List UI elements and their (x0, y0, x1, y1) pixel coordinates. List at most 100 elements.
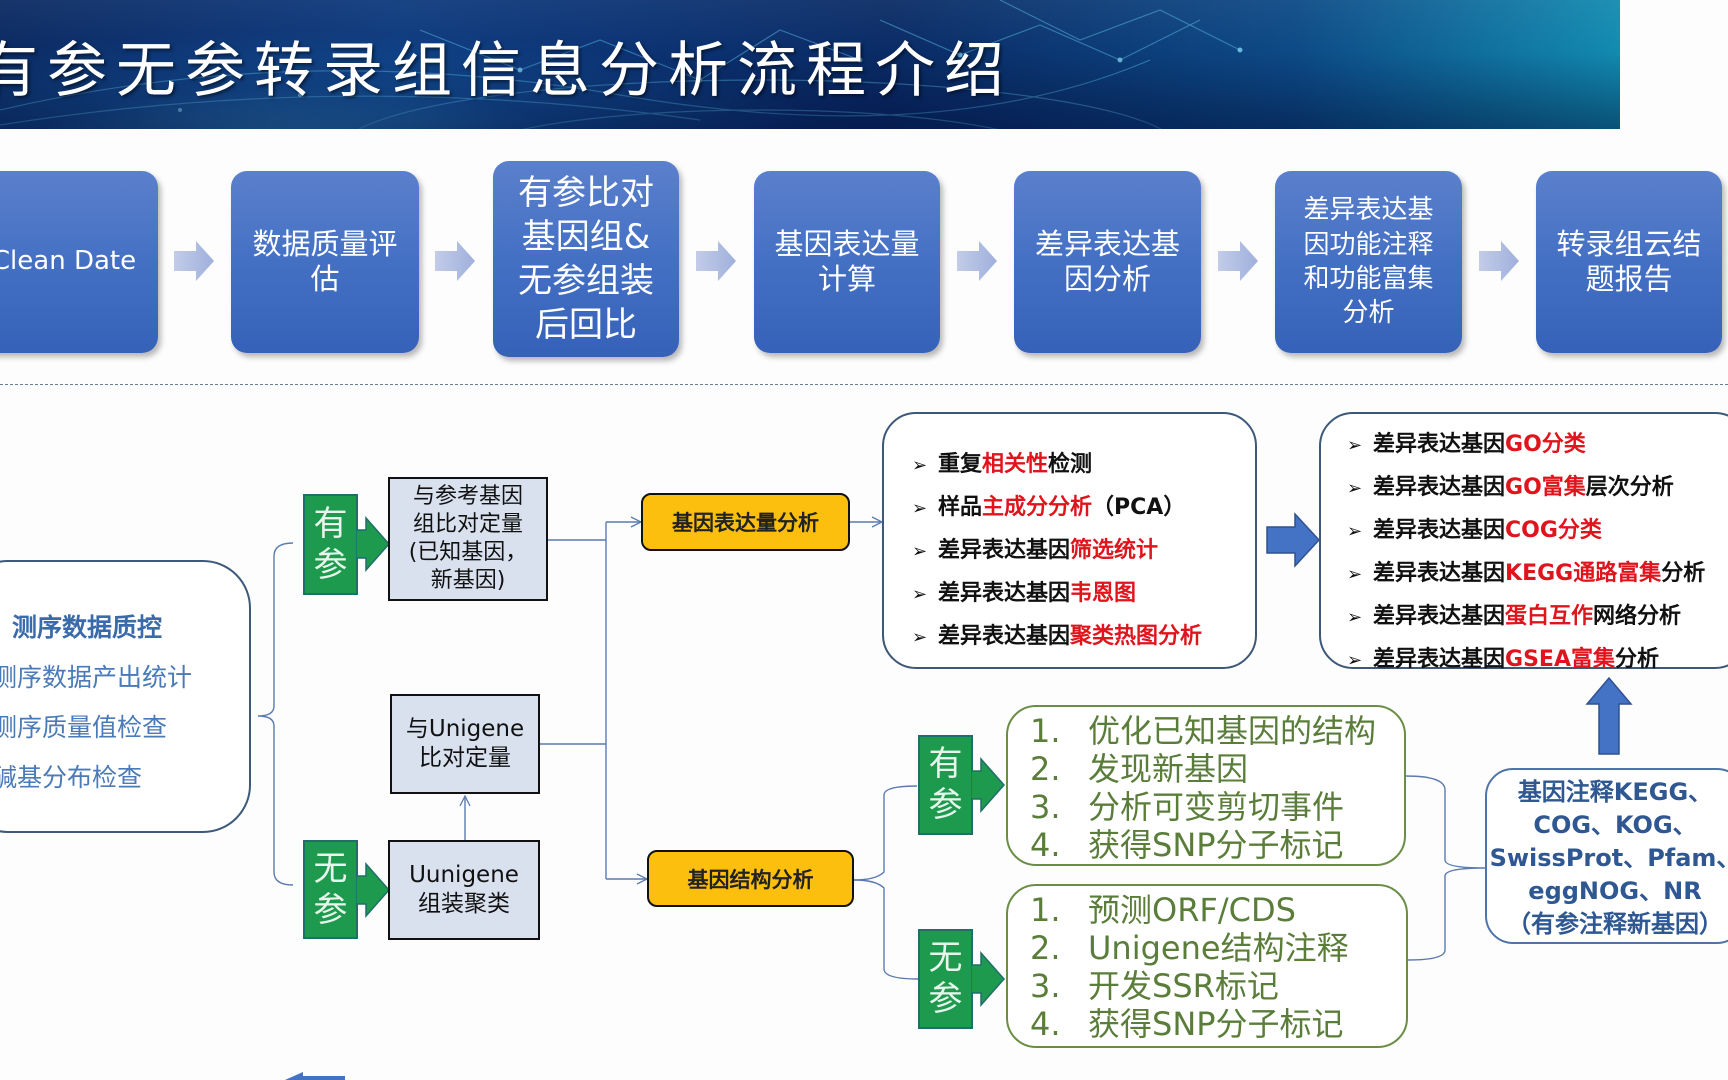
arrow-right-icon (1218, 241, 1258, 281)
list-item: ➢差异表达基因蛋白互作网络分析 (1347, 598, 1681, 630)
arrow-right-icon (356, 516, 390, 572)
qc-item: 测序质量值检查 (0, 713, 168, 742)
item-highlight: 蛋白互作 (1505, 604, 1594, 629)
noref-tag: 无 参 (303, 840, 358, 939)
arrow-right-icon (1479, 241, 1519, 281)
box-label: Uunigene 组装聚类 (409, 861, 519, 917)
pipeline-step-report: 转录组云结 题报告 (1536, 171, 1722, 353)
de-analysis-list: ➢重复相关性检测 ➢样品主成分分析（PCA） ➢差异表达基因筛选统计 ➢差异表达… (882, 412, 1257, 669)
arrow-right-icon (696, 241, 736, 281)
item-text: 差异表达基因 (938, 581, 1071, 606)
expression-analysis-box: 基因表达量分析 (641, 493, 850, 551)
annotation-line: 基因注释KEGG、 (1517, 778, 1713, 806)
pipeline-step-de-analysis: 差异表达基 因分析 (1014, 171, 1201, 353)
arrow-right-icon (971, 951, 1005, 1007)
tag-char: 参 (313, 889, 348, 930)
item-text: 差异表达基因 (1373, 432, 1506, 457)
item-highlight: 聚类热图分析 (1070, 624, 1203, 649)
item-text: 层次分析 (1585, 475, 1674, 500)
list-item: 1. 预测ORF/CDS (1030, 894, 1296, 926)
bullet-arrow-icon: ➢ (1347, 650, 1363, 671)
item-text: 差异表达基因 (1373, 518, 1506, 543)
list-item: 2. 发现新基因 (1030, 753, 1248, 785)
pipeline-step-expression: 基因表达量 计算 (754, 171, 940, 353)
item-text: 发现新基因 (1088, 750, 1249, 788)
qc-box: 测序数据质控 测序数据产出统计 测序质量值检查 碱基分布检查 (0, 560, 251, 833)
page-title: 有参无参转录组信息分析流程介绍 (0, 36, 1013, 106)
arrow-right-icon (971, 757, 1005, 813)
list-item: ➢ 样品主成分分析（PCA） (912, 489, 1185, 521)
item-text: 获得SNP分子标记 (1088, 826, 1344, 864)
list-item: ➢差异表达基因GSEA富集分析 (1347, 641, 1659, 673)
circuit-decoration (0, 0, 1243, 129)
item-highlight: COG分类 (1505, 518, 1602, 543)
box-label: 与参考基因 组比对定量 (已知基因， 新基因) (408, 483, 528, 594)
structure-ref-tag: 有 参 (918, 735, 973, 835)
pipeline-step-clean-data: Clean Date (0, 171, 158, 353)
structure-noref-tag: 无 参 (918, 929, 973, 1029)
item-highlight: GO分类 (1505, 432, 1586, 457)
list-item: ➢差异表达基因聚类热图分析 (912, 618, 1202, 650)
item-highlight: 筛选统计 (1070, 538, 1159, 563)
step-label: 基因表达量 计算 (774, 226, 920, 296)
item-number: 1. (1030, 891, 1061, 929)
bullet-arrow-icon: ➢ (912, 627, 928, 648)
list-item: ➢ 重复相关性检测 (912, 446, 1092, 478)
step-label: 差异表达基 因功能注释 和功能富集 分析 (1303, 195, 1434, 329)
bullet-arrow-icon: ➢ (912, 455, 928, 476)
item-text: 优化已知基因的结构 (1088, 712, 1377, 750)
item-text: 差异表达基因 (1373, 647, 1506, 672)
qc-item: 碱基分布检查 (0, 763, 143, 792)
item-text: 分析可变剪切事件 (1088, 788, 1345, 826)
item-highlight: 主成分分析 (982, 495, 1093, 520)
bullet-arrow-icon: ➢ (912, 584, 928, 605)
tag-char: 参 (928, 979, 963, 1019)
step-label: 有参比对 基因组& 无参组装 后回比 (518, 172, 654, 346)
item-text: 样品 (938, 495, 983, 520)
bullet-arrow-icon: ➢ (912, 498, 928, 519)
item-text: 差异表达基因 (938, 538, 1071, 563)
arrow-left-icon (285, 1072, 345, 1080)
box-label: 与Unigene 比对定量 (405, 715, 525, 771)
item-number: 2. (1030, 929, 1061, 967)
arrow-right-icon (174, 241, 214, 281)
item-highlight: GSEA富集 (1505, 647, 1615, 672)
item-text: 重复 (938, 452, 983, 477)
qc-title: 测序数据质控 (12, 613, 163, 642)
step-label: 数据质量评 估 (252, 226, 398, 296)
item-text: 获得SNP分子标记 (1088, 1005, 1344, 1043)
list-item: 3.分析可变剪切事件 (1030, 791, 1344, 823)
item-number: 2. (1030, 750, 1061, 788)
ref-tag: 有 参 (303, 494, 358, 595)
pipeline-step-function: 差异表达基 因功能注释 和功能富集 分析 (1275, 171, 1462, 353)
item-text: 检测 (1048, 452, 1093, 477)
tag-char: 参 (313, 544, 348, 585)
tag-char: 有 (928, 744, 963, 785)
item-text: 分析 (1661, 561, 1706, 586)
list-item: ➢差异表达基因GO富集层次分析 (1347, 469, 1674, 501)
list-item: 2.Unigene结构注释 (1030, 932, 1349, 964)
dashed-divider (0, 384, 1728, 385)
item-text: 差异表达基因 (1373, 561, 1506, 586)
function-analysis-list: ➢差异表达基因GO分类 ➢差异表达基因GO富集层次分析 ➢差异表达基因COG分类… (1319, 412, 1728, 672)
item-text: 预测ORF/CDS (1088, 891, 1296, 929)
item-text: （PCA） (1092, 495, 1186, 520)
step-label: 差异表达基 因分析 (1034, 226, 1180, 296)
structure-ref-list: 1.优化已知基因的结构 2.发现新基因 3.分析可变剪切事件 4.获得SNP分子… (1006, 705, 1406, 866)
list-item: ➢ 差异表达基因韦恩图 (912, 575, 1136, 607)
step-label: Clean Date (0, 246, 137, 277)
annotation-line: COG、KOG、 (1533, 811, 1697, 840)
item-text: 网络分析 (1593, 604, 1682, 629)
item-text: 差异表达基因 (1373, 475, 1506, 500)
list-item: ➢差异表达基因KEGG通路富集分析 (1347, 555, 1705, 587)
bullet-arrow-icon: ➢ (912, 541, 928, 562)
bullet-arrow-icon: ➢ (1347, 607, 1363, 628)
list-item: ➢差异表达基因COG分类 (1347, 512, 1602, 544)
arrow-right-icon (1266, 512, 1321, 568)
tag-char: 无 (313, 848, 348, 889)
banner-shade (0, 0, 1620, 129)
item-highlight: 韦恩图 (1070, 581, 1137, 606)
annotation-line: （有参注释新基因） (1507, 910, 1723, 939)
item-highlight: 相关性 (982, 452, 1049, 477)
list-item: 4.获得SNP分子标记 (1030, 1008, 1344, 1040)
